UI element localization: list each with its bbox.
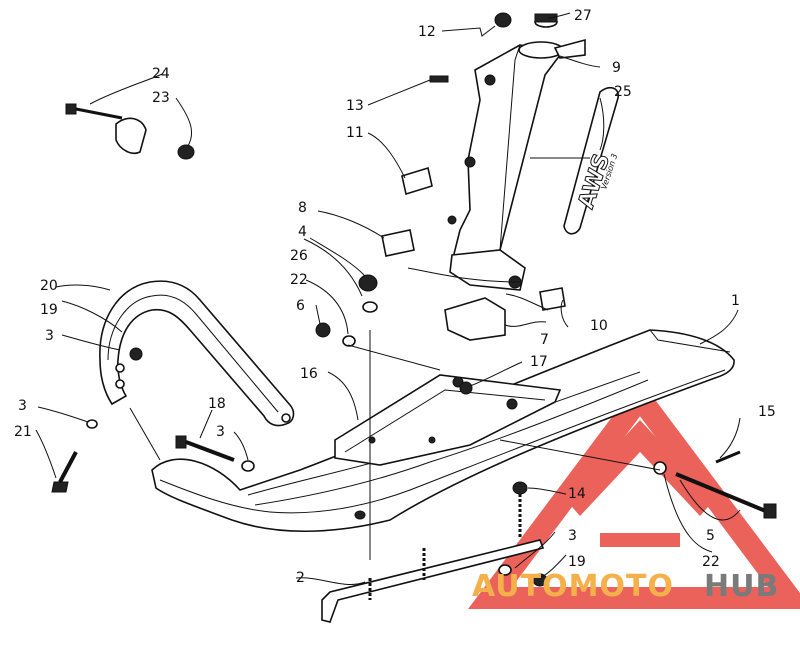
label-19-upper: 19 <box>40 302 58 318</box>
washer-3c <box>241 460 255 472</box>
nut-19b <box>532 573 548 587</box>
label-2: 2 <box>296 570 305 586</box>
label-22-right: 22 <box>702 554 720 570</box>
aws-decal: AWS Version 3 <box>563 86 619 235</box>
bushing-11 <box>401 166 433 196</box>
label-25: 25 <box>614 84 632 100</box>
washer-3d <box>498 564 512 576</box>
grease-fitting-13 <box>429 75 449 83</box>
spindle-tube <box>447 38 586 291</box>
nut-6 <box>315 322 331 338</box>
label-7: 7 <box>540 332 549 348</box>
stud-14 <box>512 481 528 538</box>
label-27: 27 <box>574 8 592 24</box>
bushing-8 <box>381 229 415 257</box>
label-14: 14 <box>568 486 586 502</box>
label-16: 16 <box>300 366 318 382</box>
label-3-upper: 3 <box>45 328 54 344</box>
watermark-part2: HUB <box>704 569 779 604</box>
label-11: 11 <box>346 125 364 141</box>
washer-22a <box>342 335 356 347</box>
label-9: 9 <box>612 60 621 76</box>
nut-19a <box>129 347 143 361</box>
label-3-right: 3 <box>568 528 577 544</box>
wear-bar-2 <box>321 539 545 623</box>
label-15: 15 <box>758 404 776 420</box>
clamp-23 <box>115 117 147 155</box>
bolt-21 <box>51 451 78 493</box>
nut-12 <box>494 12 512 28</box>
label-26: 26 <box>290 248 308 264</box>
washer-17 <box>459 381 473 395</box>
label-6: 6 <box>296 298 305 314</box>
washer-22b <box>653 461 667 475</box>
label-12: 12 <box>418 24 436 40</box>
ski-saddle <box>334 374 562 466</box>
ski-handle <box>99 280 295 427</box>
label-24: 24 <box>152 66 170 82</box>
label-3-mid: 3 <box>216 424 225 440</box>
callout-labels: 1 2 3 3 3 3 4 5 6 7 8 9 10 11 12 13 14 1… <box>14 8 776 586</box>
label-5: 5 <box>706 528 715 544</box>
label-18: 18 <box>208 396 226 412</box>
washer-3a <box>86 419 98 429</box>
cap-27 <box>534 13 558 28</box>
watermark-text: AUTOMOTO HUB <box>472 569 779 604</box>
bolt-18 <box>175 435 235 462</box>
label-13: 13 <box>346 98 364 114</box>
bushing-10 <box>539 287 566 311</box>
watermark-part1: AUTOMOTO <box>472 569 674 604</box>
nut-23 <box>177 144 195 160</box>
label-20: 20 <box>40 278 58 294</box>
label-3-left: 3 <box>18 398 27 414</box>
bolt-24 <box>65 103 123 120</box>
label-21: 21 <box>14 424 32 440</box>
bumper-7 <box>444 297 506 341</box>
label-8: 8 <box>298 200 307 216</box>
label-22-left: 22 <box>290 272 308 288</box>
label-10: 10 <box>590 318 608 334</box>
label-19-lower: 19 <box>568 554 586 570</box>
label-1: 1 <box>731 293 740 309</box>
bolt-5 <box>675 472 777 519</box>
washer-26 <box>362 301 378 313</box>
label-4: 4 <box>298 224 307 240</box>
leader-lines <box>35 12 741 585</box>
cotter-pin-15 <box>715 450 741 464</box>
nut-4 <box>358 274 378 292</box>
label-23: 23 <box>152 90 170 106</box>
label-17: 17 <box>530 354 548 370</box>
